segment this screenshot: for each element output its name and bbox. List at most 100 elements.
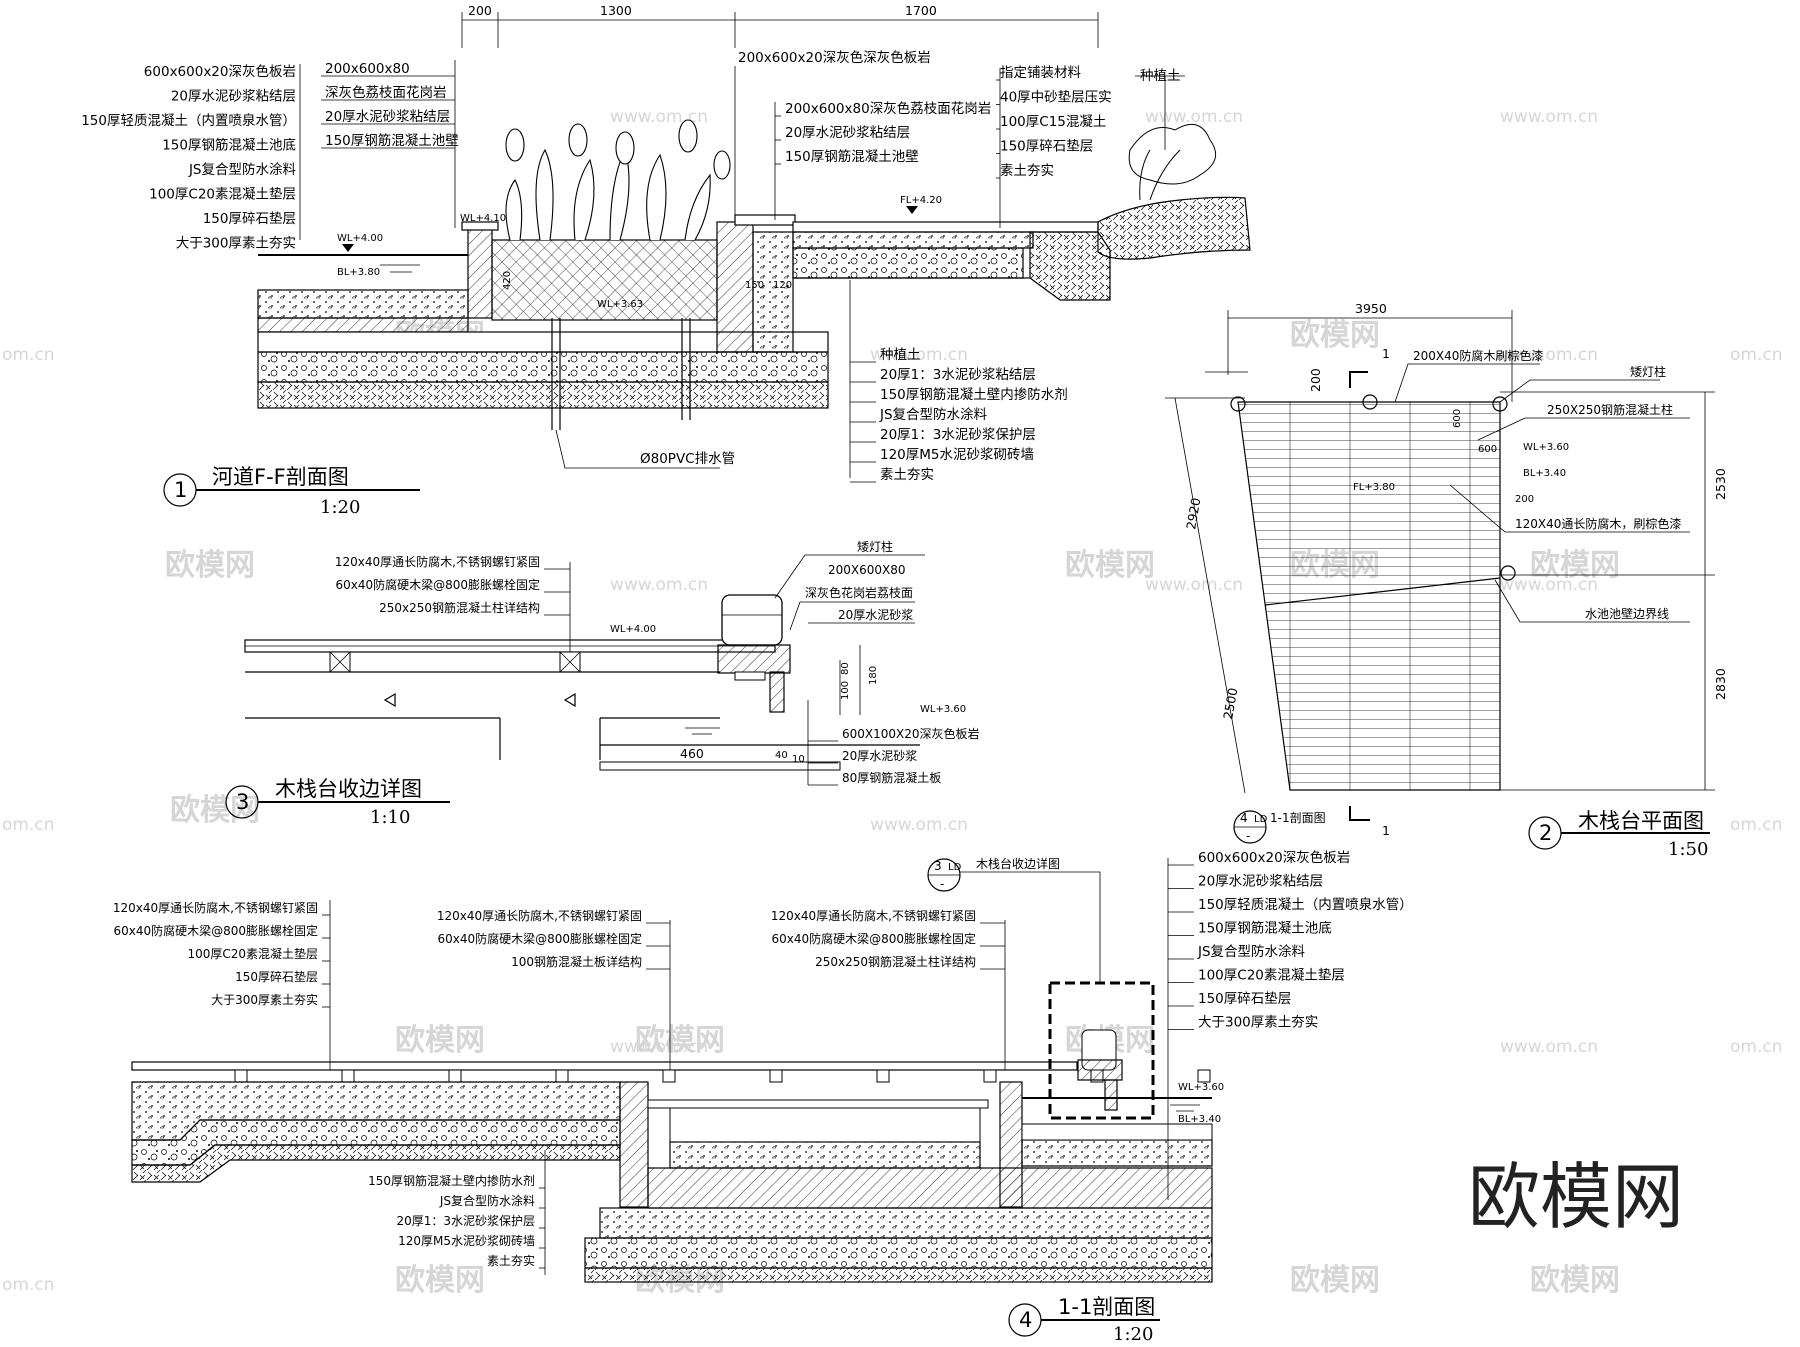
watermark-url: www.om.cn [1500, 107, 1598, 127]
dim-1300: 1300 [600, 3, 632, 18]
watermark-url: www.om.cn [610, 1037, 708, 1057]
elev-fl-380: FL+3.80 [1353, 482, 1395, 493]
d4-left-label-1: 60x40防腐硬木梁@800膨胀螺栓固定 [113, 923, 318, 938]
joist [234, 1069, 248, 1083]
detail-1-title: 河道F-F剖面图 [212, 465, 349, 489]
elev-wl-360: WL+3.60 [1523, 442, 1569, 453]
watermark-cn: 欧模网 [1065, 548, 1155, 583]
d1-right-label-0: 指定铺装材料 [1000, 65, 1081, 81]
watermark-cn: 欧模网 [1530, 548, 1620, 583]
d4-right-label-5: 100厚C20素混凝土垫层 [1198, 968, 1345, 984]
d1-bottom-label-6: 素土夯实 [880, 467, 934, 483]
d1-mid-label-0: 200x600x80 [325, 61, 410, 77]
d3-bottom-label-2: 80厚钢筋混凝土板 [842, 770, 941, 785]
d3-top-label-2: 250x250钢筋混凝土柱详结构 [379, 600, 540, 615]
watermark-short: om.cn [2, 815, 55, 835]
d4-mid2-label-0: 120x40厚通长防腐木,不锈钢螺钉紧固 [771, 908, 976, 923]
d3-bottom-label-1: 20厚水泥砂浆 [842, 748, 917, 763]
watermark-short: om.cn [1730, 1037, 1783, 1057]
detail-2-plan: 3950 2920 2500 200 2530 2830 600 600 200… [1165, 301, 1728, 860]
d1-left-label-0: 600x600x20深灰色板岩 [144, 63, 296, 80]
detail-1-section: 200 1300 1700 [81, 3, 1251, 518]
elev-wl-400-3: WL+4.00 [610, 624, 656, 635]
d1-mid-label-3: 150厚钢筋混凝土池壁 [325, 132, 459, 149]
d1-right-label-4: 素土夯实 [1000, 163, 1054, 179]
d4-bottom-label-3: 120厚M5水泥砂浆砌砖墙 [398, 1233, 535, 1248]
dim-100: 100 [840, 681, 851, 700]
detail-2-scale: 1:50 [1668, 839, 1708, 860]
label-wood-120x40: 120X40通长防腐木，刷棕色漆 [1515, 516, 1681, 531]
dim-2530: 2530 [1713, 468, 1728, 500]
detail-3-title: 木栈台收边详图 [275, 777, 422, 801]
detail-3-scale: 1:10 [370, 807, 410, 828]
elev-wl-360-3: WL+3.60 [920, 704, 966, 715]
watermark-url: www.om.cn [1500, 575, 1598, 595]
d4-mid-label-0: 120x40厚通长防腐木,不锈钢螺钉紧固 [437, 908, 642, 923]
joist [448, 1069, 462, 1083]
watermark-url: www.om.cn [870, 345, 968, 365]
watermark-cn: 欧模网 [1530, 1263, 1620, 1298]
detail-4-section: 120x40厚通长防腐木,不锈钢螺钉紧固 60x40防腐硬木梁@800膨胀螺栓固定… [113, 849, 1413, 1345]
cut-mark-bottom: 1 [1382, 823, 1390, 838]
deck-plan [1237, 401, 1501, 791]
watermark-short: om.cn [2, 1275, 55, 1295]
elev-wl-400: WL+4.00 [337, 233, 383, 244]
dim-40: 40 [775, 750, 788, 761]
d1-bottom-label-3: JS复合型防水涂料 [879, 406, 988, 423]
joist [555, 1069, 569, 1083]
d1-bottom-label-1: 20厚1：3水泥砂浆粘结层 [880, 367, 1036, 383]
watermark-url: www.om.cn [1500, 345, 1598, 365]
d4-bottom-label-0: 150厚钢筋混凝土壁内掺防水剂 [368, 1173, 535, 1188]
d1-left-label-6: 150厚碎石垫层 [203, 211, 296, 227]
dim-2500: 2500 [1220, 687, 1240, 721]
detail-1-scale: 1:20 [320, 497, 360, 518]
d1-left-label-2: 150厚轻质混凝土（内置喷泉水管） [81, 112, 296, 129]
dim-150: 150 [745, 280, 764, 291]
dim-600-b: 600 [1478, 444, 1497, 455]
d1-mid-label-1: 深灰色荔枝面花岗岩 [325, 84, 447, 101]
dim-80: 80 [840, 662, 851, 675]
watermark-cn: 欧模网 [395, 1263, 485, 1298]
d4-bottom-label-1: JS复合型防水涂料 [439, 1193, 535, 1208]
d3-bottom-label-0: 600X100X20深灰色板岩 [842, 726, 980, 741]
label-granite-desc: 深灰色花岗岩荔枝面 [805, 585, 913, 600]
label-wood-200x40: 200X40防腐木刷棕色漆 [1413, 348, 1543, 363]
label-pool-edge: 水池池壁边界线 [1585, 606, 1669, 621]
watermark-url: www.om.cn [1500, 1037, 1598, 1057]
elev-wl-360-4: WL+3.60 [1178, 1082, 1224, 1093]
d4-right-label-7: 大于300厚素土夯实 [1198, 1015, 1318, 1031]
ref-3-label: 木栈台收边详图 [976, 856, 1060, 871]
d3-top-label-0: 120x40厚通长防腐木,不锈钢螺钉紧固 [335, 554, 540, 569]
watermark-cn: 欧模网 [635, 1023, 725, 1058]
elev-wl-410: WL+4.10 [460, 213, 506, 224]
d4-right-label-0: 600x600x20深灰色板岩 [1198, 849, 1350, 866]
d1-bottom-label-2: 150厚钢筋混凝土壁内掺防水剂 [880, 386, 1068, 403]
elev-bl-340: BL+3.40 [1523, 468, 1566, 479]
elev-bl-340-4: BL+3.40 [1178, 1114, 1221, 1125]
d4-mid-label-2: 100钢筋混凝土板详结构 [511, 954, 642, 969]
watermark-url: www.om.cn [1145, 107, 1243, 127]
joist [662, 1069, 676, 1083]
detail-3-edge: 460 40 10 80 100 180 120x40厚通长防腐木,不锈钢螺钉紧… [225, 539, 980, 828]
dim-200: 200 [1308, 368, 1323, 392]
ref-3-dash: - [940, 877, 944, 891]
brand-logo: 欧模网 [1468, 1155, 1684, 1239]
d4-mid2-label-1: 60x40防腐硬木梁@800膨胀螺栓固定 [771, 931, 976, 946]
dim-600-a: 600 [1452, 409, 1463, 428]
d1-left-label-5: 100厚C20素混凝土垫层 [149, 187, 296, 203]
watermark-url: www.om.cn [610, 575, 708, 595]
ref-4-label: 1-1剖面图 [1270, 811, 1326, 825]
d4-left-label-4: 大于300厚素土夯实 [211, 992, 318, 1007]
d1-right-label-3: 150厚碎石垫层 [1000, 139, 1093, 155]
detail-2-number: 2 [1539, 821, 1552, 845]
d4-bottom-label-2: 20厚1：3水泥砂浆保护层 [396, 1213, 535, 1228]
elev-wl-363: WL+3.63 [597, 299, 643, 310]
detail-2-title: 木栈台平面图 [1578, 809, 1704, 833]
detail-4-scale: 1:20 [1113, 1324, 1153, 1345]
watermark-url: www.om.cn [1145, 575, 1243, 595]
watermark-url: www.om.cn [870, 815, 968, 835]
d4-right-label-6: 150厚碎石垫层 [1198, 991, 1291, 1007]
tree-icon [1128, 123, 1217, 201]
label-top: 200x600x20深灰色深灰色板岩 [738, 49, 931, 66]
